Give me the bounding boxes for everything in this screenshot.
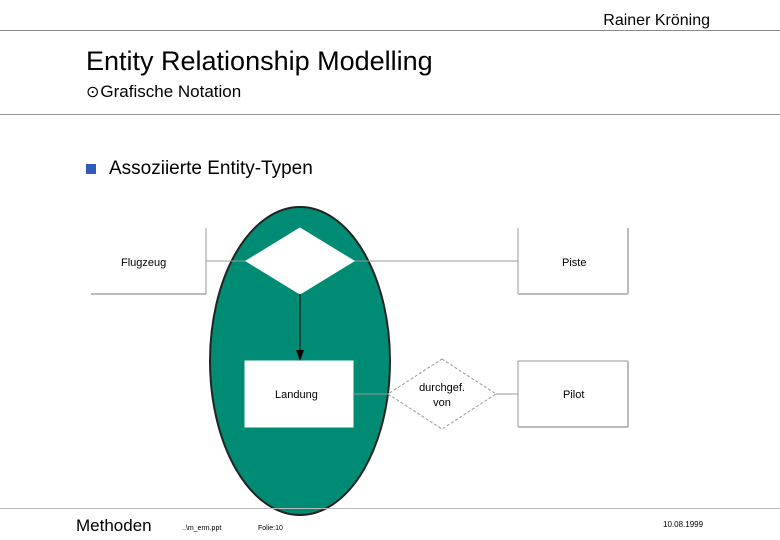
- footer-slide-number: Folie:10: [258, 525, 283, 532]
- footer-course: Methoden: [76, 516, 152, 535]
- entity-piste-label: Piste: [562, 257, 586, 269]
- slide-title: Entity Relationship Modelling: [86, 46, 433, 76]
- entity-pilot: Pilot: [517, 360, 629, 428]
- slide-subtitle: ⊙Grafische Notation: [86, 82, 241, 102]
- footer-date: 10.08.1999: [663, 520, 704, 529]
- author-name: Rainer Kröning: [603, 12, 710, 29]
- relationship-label-line2: von: [433, 397, 451, 409]
- relationship-diamond-durchgefuehrt: [387, 358, 497, 430]
- footer-divider: [0, 508, 780, 509]
- entity-flugzeug-label: Flugzeug: [121, 257, 166, 269]
- entity-piste: Piste: [517, 228, 629, 295]
- slide-subtitle-text: Grafische Notation: [100, 82, 242, 101]
- entity-landung-label: Landung: [275, 389, 318, 401]
- title-divider: [0, 114, 780, 115]
- relationship-label-line1: durchgef.: [419, 382, 465, 394]
- arrow-head-icon: [296, 350, 304, 361]
- entity-flugzeug: Flugzeug: [91, 228, 207, 295]
- entity-pilot-label: Pilot: [563, 389, 584, 401]
- entity-landung: [244, 360, 354, 428]
- bullet-item: Assoziierte Entity-Typen: [86, 158, 313, 180]
- header-divider: [0, 30, 780, 31]
- footer-filename: ..\m_erm.ppt: [182, 525, 222, 532]
- circled-dot-bullet-icon: ⊙: [86, 84, 100, 101]
- blue-square-bullet-icon: [86, 164, 96, 174]
- bullet-text: Assoziierte Entity-Typen: [109, 158, 313, 179]
